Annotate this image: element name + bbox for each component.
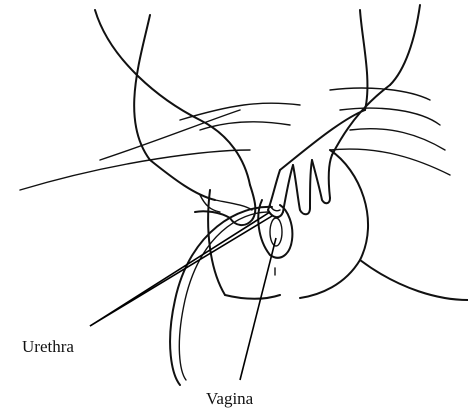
right-hand xyxy=(268,85,390,217)
left-hand xyxy=(95,10,255,225)
torso-outline xyxy=(134,5,420,160)
drape-folds xyxy=(20,88,450,190)
urethra-label: Urethra xyxy=(22,337,74,356)
vagina-leader-line xyxy=(240,238,276,380)
vagina-label: Vagina xyxy=(206,389,254,408)
urethra-leader-line-2 xyxy=(90,216,272,326)
catheter-tube xyxy=(170,207,272,385)
genital-region xyxy=(258,200,292,275)
